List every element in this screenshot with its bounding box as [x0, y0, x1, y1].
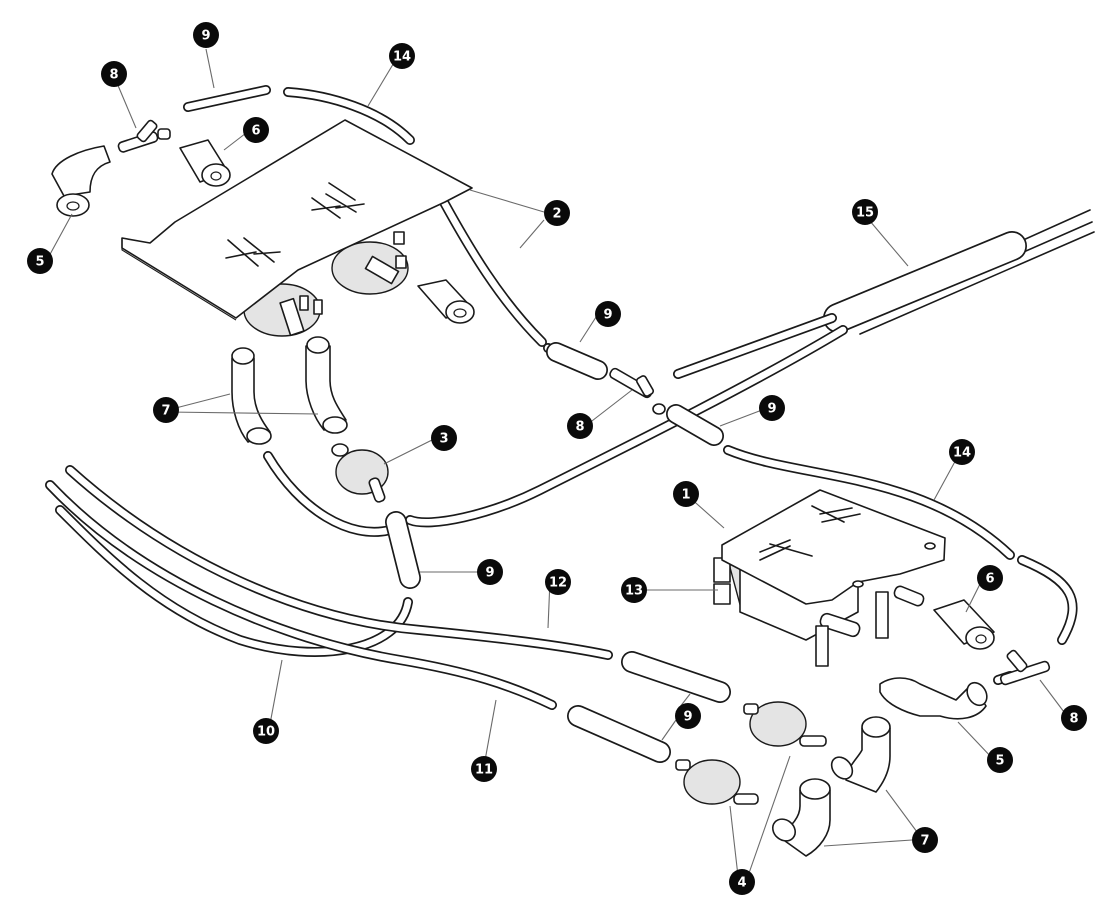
svg-text:14: 14: [953, 446, 971, 461]
callout-6b: 6: [977, 565, 1003, 591]
callout-7a: 7: [153, 397, 179, 423]
callout-1: 1: [673, 481, 699, 507]
callout-9b: 9: [595, 301, 621, 327]
callout-7b: 7: [912, 827, 938, 853]
callout-8a: 8: [101, 61, 127, 87]
callout-6a: 6: [243, 117, 269, 143]
svg-text:13: 13: [625, 584, 643, 599]
svg-text:1: 1: [681, 488, 690, 503]
callout-12: 12: [545, 569, 571, 595]
svg-text:8: 8: [109, 68, 118, 83]
callout-3: 3: [431, 425, 457, 451]
callout-5b: 5: [987, 747, 1013, 773]
svg-text:10: 10: [257, 725, 275, 740]
svg-text:7: 7: [161, 404, 170, 419]
svg-text:4: 4: [737, 876, 746, 891]
callout-badges: 9 14 8 6 5 2 15 9 8 9 7 3 14 1 9 12 13 6…: [27, 22, 1087, 895]
callout-11: 11: [471, 756, 497, 782]
callout-5a: 5: [27, 248, 53, 274]
svg-text:9: 9: [201, 29, 210, 44]
svg-text:9: 9: [485, 566, 494, 581]
svg-text:8: 8: [575, 420, 584, 435]
svg-text:8: 8: [1069, 712, 1078, 727]
solenoid-valve-assembly: [713, 489, 946, 667]
svg-text:2: 2: [552, 207, 561, 222]
callout-14b: 14: [949, 439, 975, 465]
svg-text:12: 12: [549, 576, 567, 591]
callout-9e: 9: [675, 703, 701, 729]
fittings: [51, 119, 1051, 857]
svg-text:5: 5: [35, 255, 44, 270]
svg-text:9: 9: [683, 710, 692, 725]
svg-text:6: 6: [985, 572, 994, 587]
hoses: [45, 85, 1095, 763]
svg-text:15: 15: [856, 206, 874, 221]
svg-text:7: 7: [920, 834, 929, 849]
svg-text:11: 11: [475, 763, 493, 778]
callout-8c: 8: [1061, 705, 1087, 731]
svg-text:3: 3: [439, 432, 448, 447]
callout-2: 2: [544, 200, 570, 226]
callout-14a: 14: [389, 43, 415, 69]
callout-10: 10: [253, 718, 279, 744]
callout-15: 15: [852, 199, 878, 225]
svg-text:6: 6: [251, 124, 260, 139]
callout-8b: 8: [567, 413, 593, 439]
svg-text:9: 9: [767, 402, 776, 417]
callout-4: 4: [729, 869, 755, 895]
svg-text:14: 14: [393, 50, 411, 65]
callout-9a: 9: [193, 22, 219, 48]
callout-9c: 9: [759, 395, 785, 421]
callout-9d: 9: [477, 559, 503, 585]
callout-13: 13: [621, 577, 647, 603]
svg-text:9: 9: [603, 308, 612, 323]
mounting-bracket-upper: [121, 119, 473, 337]
svg-text:5: 5: [995, 754, 1004, 769]
